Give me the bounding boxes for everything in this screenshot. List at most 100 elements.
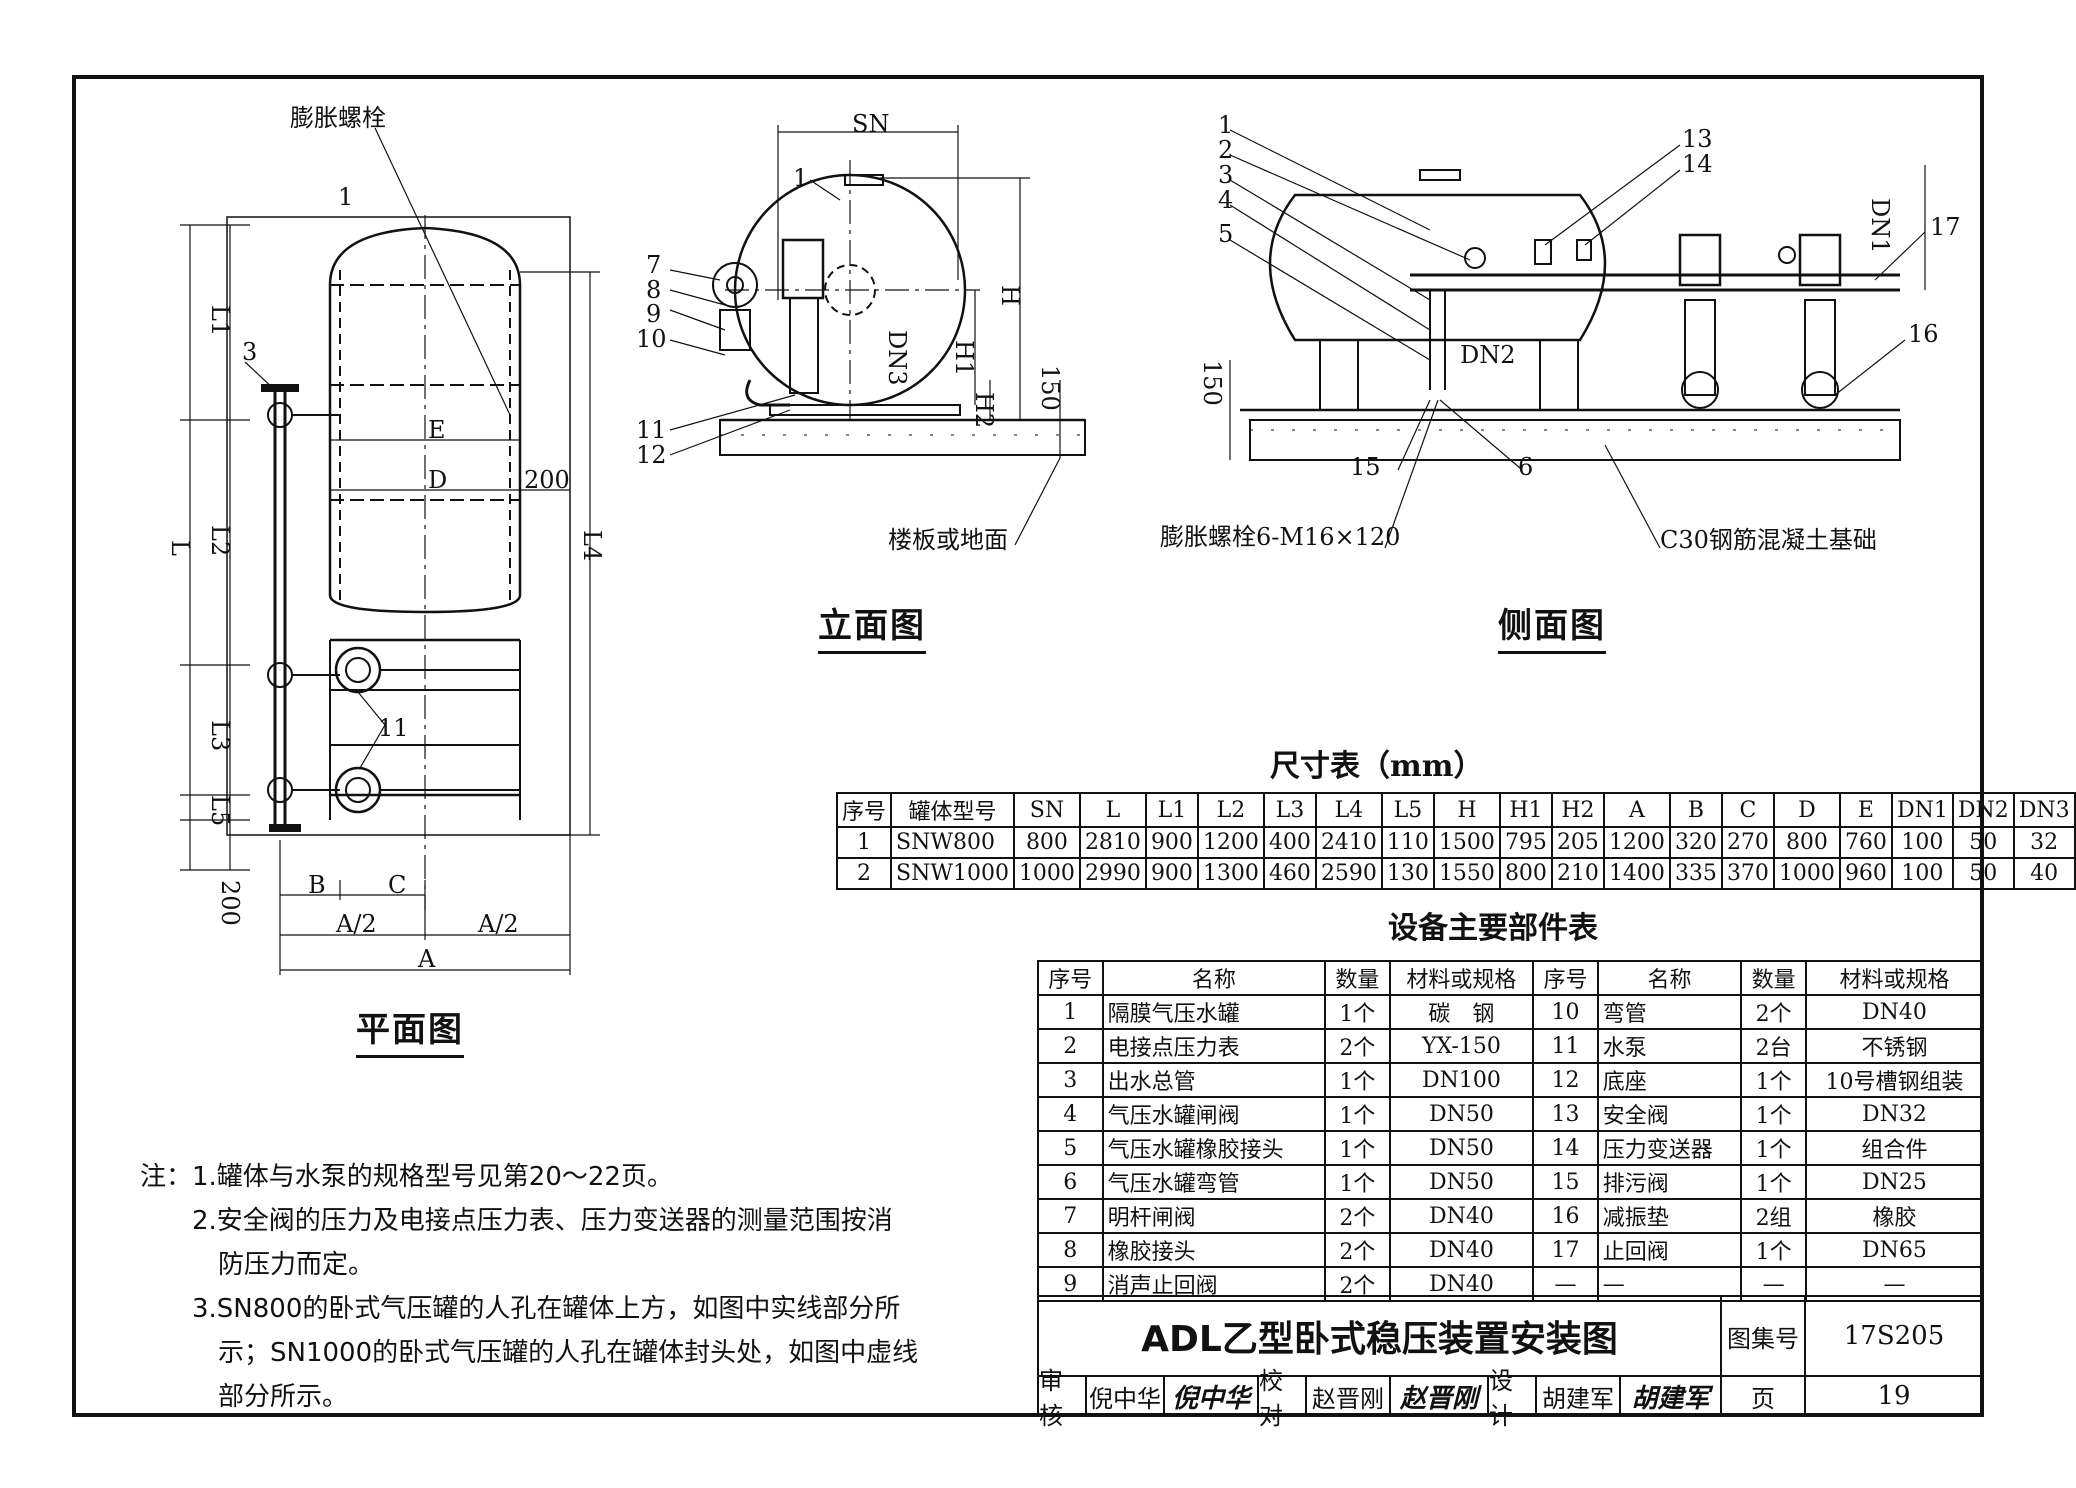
cell: 4 [1037,1096,1104,1132]
cell: 隔膜气压水罐 [1101,994,1327,1030]
note-line: 3.SN800的卧式气压罐的人孔在罐体上方，如图中实线部分所 [192,1294,901,1324]
parts-table-title: 设备主要部件表 [1388,911,1598,946]
cell: 370 [1720,857,1775,890]
cell: 900 [1144,826,1199,859]
cell: 2个 [1324,1232,1391,1268]
dim-l4: L4 [578,530,606,562]
cell: 1个 [1324,1164,1391,1200]
table-row: 2 SNW1000 1000 2990 900 1300 460 2590 13… [835,857,2076,890]
cell: 压力变送器 [1596,1130,1743,1166]
side-view-drawing [1229,129,1926,549]
page-number: 19 [1804,1375,1984,1417]
cell: 3 [1037,1062,1104,1098]
callout-6: 6 [1518,453,1534,481]
page-label: 页 [1720,1375,1806,1417]
callout-16: 16 [1908,320,1939,348]
dim-a: A [418,945,436,973]
cell: 1400 [1602,857,1671,890]
callout-1-elev: 1 [793,164,809,192]
elevation-view-drawing [669,125,1086,546]
cell: 2台 [1740,1028,1807,1064]
dim-a2-right: A/2 [478,910,519,938]
cell: 1000 [1012,857,1081,890]
cell: 800 [1772,826,1841,859]
cell: 6 [1037,1164,1104,1200]
cell: DN65 [1804,1232,1985,1268]
cell: 数量 [1324,960,1391,996]
cell: E [1838,792,1893,828]
cell: 1 [835,826,893,859]
cell: DN25 [1804,1164,1985,1200]
cell: DN50 [1388,1130,1535,1166]
dim-150-side: 150 [1198,360,1226,406]
cell: 气压水罐闸阀 [1101,1096,1327,1132]
cell: 明杆闸阀 [1101,1198,1327,1234]
dim-e: E [428,416,446,444]
reviewer-name: 倪中华 [1085,1375,1165,1417]
callout-11-elev: 11 [636,416,667,444]
cell: H1 [1498,792,1553,828]
cell: DN40 [1388,1232,1535,1268]
cell: 碳 钢 [1388,994,1535,1030]
cell: 电接点压力表 [1101,1028,1327,1064]
callout-1-side: 1 [1218,111,1234,139]
cell: 795 [1498,826,1553,859]
atlas-label: 图集号 [1720,1295,1806,1377]
cell: SNW800 [890,826,1015,859]
cell: 11 [1532,1028,1599,1064]
check-label: 校对 [1257,1367,1307,1430]
checker-name: 赵晋刚 [1305,1375,1391,1417]
dim-d: D [428,466,448,494]
cell: 10号槽钢组装 [1804,1062,1985,1098]
cell: 5 [1037,1130,1104,1166]
label-foundation: C30钢筋混凝土基础 [1660,526,1877,554]
callout-3: 3 [242,338,258,366]
cell: 10 [1532,994,1599,1030]
cell: 组合件 [1804,1130,1985,1166]
cell: 2个 [1740,994,1807,1030]
reviewer-signature: 倪中华 [1163,1375,1259,1417]
dim-h2: H2 [970,392,998,429]
dim-l3: L3 [206,720,234,752]
cell: DN100 [1388,1062,1535,1098]
cell: 1个 [1324,1130,1391,1166]
callout-14: 14 [1682,150,1713,178]
cell: 减振垫 [1596,1198,1743,1234]
title-block: ADL乙型卧式稳压装置安装图 图集号 17S205 审核 倪中华 倪中华 校对 … [1037,1295,1984,1430]
dim-b: B [308,871,326,899]
dim-200-plan: 200 [216,880,244,926]
label-expansion-bolt: 膨胀螺栓 [290,104,386,132]
cell: 110 [1380,826,1435,859]
cell: 270 [1720,826,1775,859]
cell: 2990 [1078,857,1147,890]
cell: 400 [1262,826,1317,859]
checker-signature: 赵晋刚 [1389,1375,1489,1417]
cell: DN40 [1388,1198,1535,1234]
cell: H2 [1550,792,1605,828]
dim-a2-left: A/2 [336,910,377,938]
cell: DN50 [1388,1096,1535,1132]
cell: 2410 [1314,826,1383,859]
cell: A [1602,792,1671,828]
callout-15: 15 [1350,453,1381,481]
cell: 数量 [1740,960,1807,996]
cell: 1个 [1324,1096,1391,1132]
cell: 橡胶 [1804,1198,1985,1234]
cell: 排污阀 [1596,1164,1743,1200]
cell: SNW1000 [890,857,1015,890]
cell: 弯管 [1596,994,1743,1030]
cell: H [1432,792,1501,828]
cell: 100 [1890,857,1954,890]
cell: D [1772,792,1841,828]
table-row: 1 SNW800 800 2810 900 1200 400 2410 110 … [835,826,2076,859]
cell: 960 [1838,857,1893,890]
dim-dn3: DN3 [883,330,911,386]
drawing-title: ADL乙型卧式稳压装置安装图 [1037,1295,1722,1377]
cell: 760 [1838,826,1893,859]
cell: 罐体型号 [890,792,1015,828]
dim-150-elev: 150 [1036,365,1064,411]
label-floor: 楼板或地面 [888,526,1008,554]
cell: 1200 [1602,826,1671,859]
